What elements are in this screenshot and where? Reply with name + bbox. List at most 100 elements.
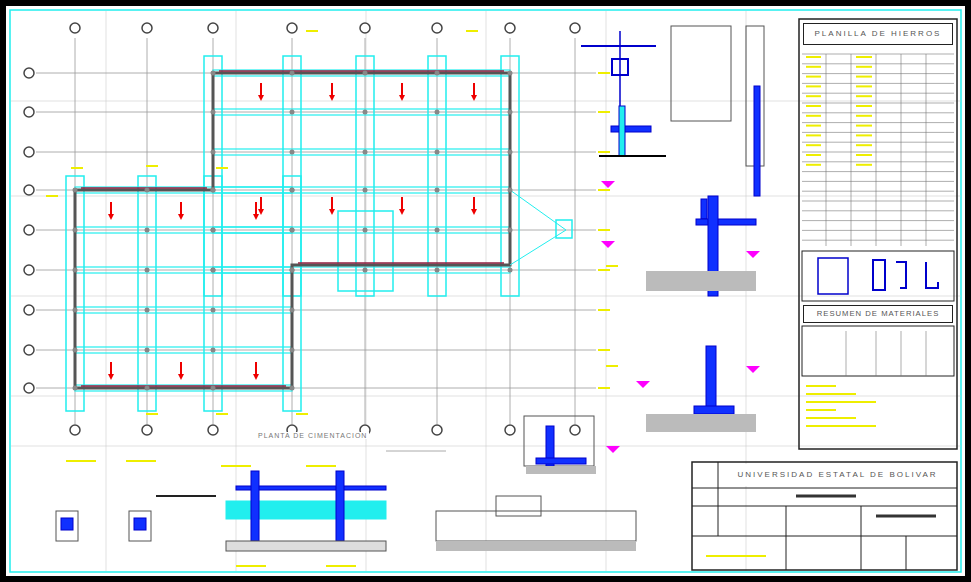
tie-beam: [75, 267, 292, 273]
title-block: [692, 462, 957, 570]
column-dot: [363, 150, 368, 155]
column-dot: [290, 268, 295, 273]
load-arrow: [258, 95, 264, 101]
dimension-tag: [306, 465, 336, 467]
axis-bubble: [505, 23, 515, 33]
column-dot: [145, 228, 150, 233]
table-col: [846, 331, 847, 376]
column-dot: [211, 188, 216, 193]
table-row: [802, 220, 954, 221]
grid-axis: [36, 350, 596, 351]
table-cell: [806, 85, 821, 87]
footing-section: [226, 501, 386, 519]
column-dot: [73, 188, 78, 193]
sheet-grid: [11, 446, 961, 447]
table-cell: [806, 164, 821, 166]
sheet-grid: [11, 396, 961, 397]
heading-text: RESUMEN DE MATERIALES: [817, 310, 940, 318]
title-block: [692, 536, 957, 537]
plan-title: PLANTA DE CIMENTACION: [256, 432, 369, 439]
rebar-detail: [619, 106, 625, 156]
sheet-grid: [11, 196, 961, 197]
dimension-tag: [598, 309, 610, 311]
column-dot: [290, 150, 295, 155]
dimension-tag: [598, 269, 610, 271]
tie-beam: [75, 227, 292, 233]
load-arrow: [331, 197, 333, 211]
table-row: [802, 93, 954, 94]
column-dot: [211, 348, 216, 353]
dimension-tag: [326, 565, 356, 567]
column-dot: [363, 188, 368, 193]
hook-shape: [896, 262, 906, 288]
table-col: [901, 54, 902, 246]
rebar-detail: [581, 45, 656, 47]
load-arrow: [260, 83, 262, 97]
table-row: [802, 152, 954, 153]
axis-bubble: [70, 425, 80, 435]
tie-beam: [213, 227, 510, 233]
axis-bubble: [208, 425, 218, 435]
title-field: [706, 555, 766, 557]
footing-strip: [356, 56, 374, 296]
tie-beam: [213, 149, 510, 155]
column-dot: [290, 188, 295, 193]
column-dot: [211, 110, 216, 115]
table-row: [802, 132, 954, 133]
table-cell: [856, 125, 872, 127]
bar-shape: [818, 258, 848, 294]
foundation-plan-illustration: [6, 6, 965, 576]
column-dot: [73, 268, 78, 273]
dimension-tag: [236, 565, 266, 567]
table-col: [826, 54, 827, 246]
wall-mark: [219, 70, 504, 72]
load-arrow: [473, 197, 475, 211]
axis-bubble: [570, 23, 580, 33]
column-dot: [363, 110, 368, 115]
column-dot: [73, 348, 78, 353]
dimension-tag: [216, 413, 228, 415]
column-dot: [211, 308, 216, 313]
table-row: [802, 171, 954, 172]
column-dot: [211, 188, 216, 193]
column-dot: [211, 228, 216, 233]
table-row: [802, 142, 954, 143]
load-arrow: [178, 374, 184, 380]
column-dot: [211, 71, 216, 76]
title-block: [906, 536, 907, 570]
level-mark: [601, 241, 615, 248]
column-dot: [211, 268, 216, 273]
dimension-tag: [598, 349, 610, 351]
table-row: [802, 112, 954, 113]
heading-text: UNIVERSIDAD ESTATAL DE BOLIVAR: [737, 471, 937, 479]
ground-hatch: [436, 541, 636, 551]
axis-bubble: [570, 425, 580, 435]
axis-bubble: [142, 425, 152, 435]
axis-bubble: [24, 107, 34, 117]
load-arrow: [399, 209, 405, 215]
title-field: [796, 495, 856, 498]
title-block: [718, 462, 719, 536]
title-block: [692, 488, 957, 489]
axis-bubble: [24, 225, 34, 235]
load-arrow: [471, 95, 477, 101]
table-row: [802, 83, 954, 84]
dimension-tag: [606, 365, 618, 367]
load-arrow: [108, 374, 114, 380]
brace-line: [510, 230, 566, 265]
level-mark: [601, 181, 615, 188]
column-dot: [73, 386, 78, 391]
tie-beam: [75, 347, 292, 353]
column-dot: [363, 71, 368, 76]
load-arrow: [401, 83, 403, 97]
sheet-grid: [11, 101, 961, 102]
table-cell: [856, 105, 872, 107]
column-dot: [290, 268, 295, 273]
column-dot: [145, 348, 150, 353]
table-row: [802, 63, 954, 64]
footing-section: [226, 541, 386, 551]
materials-table: [802, 326, 954, 376]
load-arrow: [110, 202, 112, 216]
tie-beam: [213, 109, 510, 115]
axis-bubble: [24, 68, 34, 78]
